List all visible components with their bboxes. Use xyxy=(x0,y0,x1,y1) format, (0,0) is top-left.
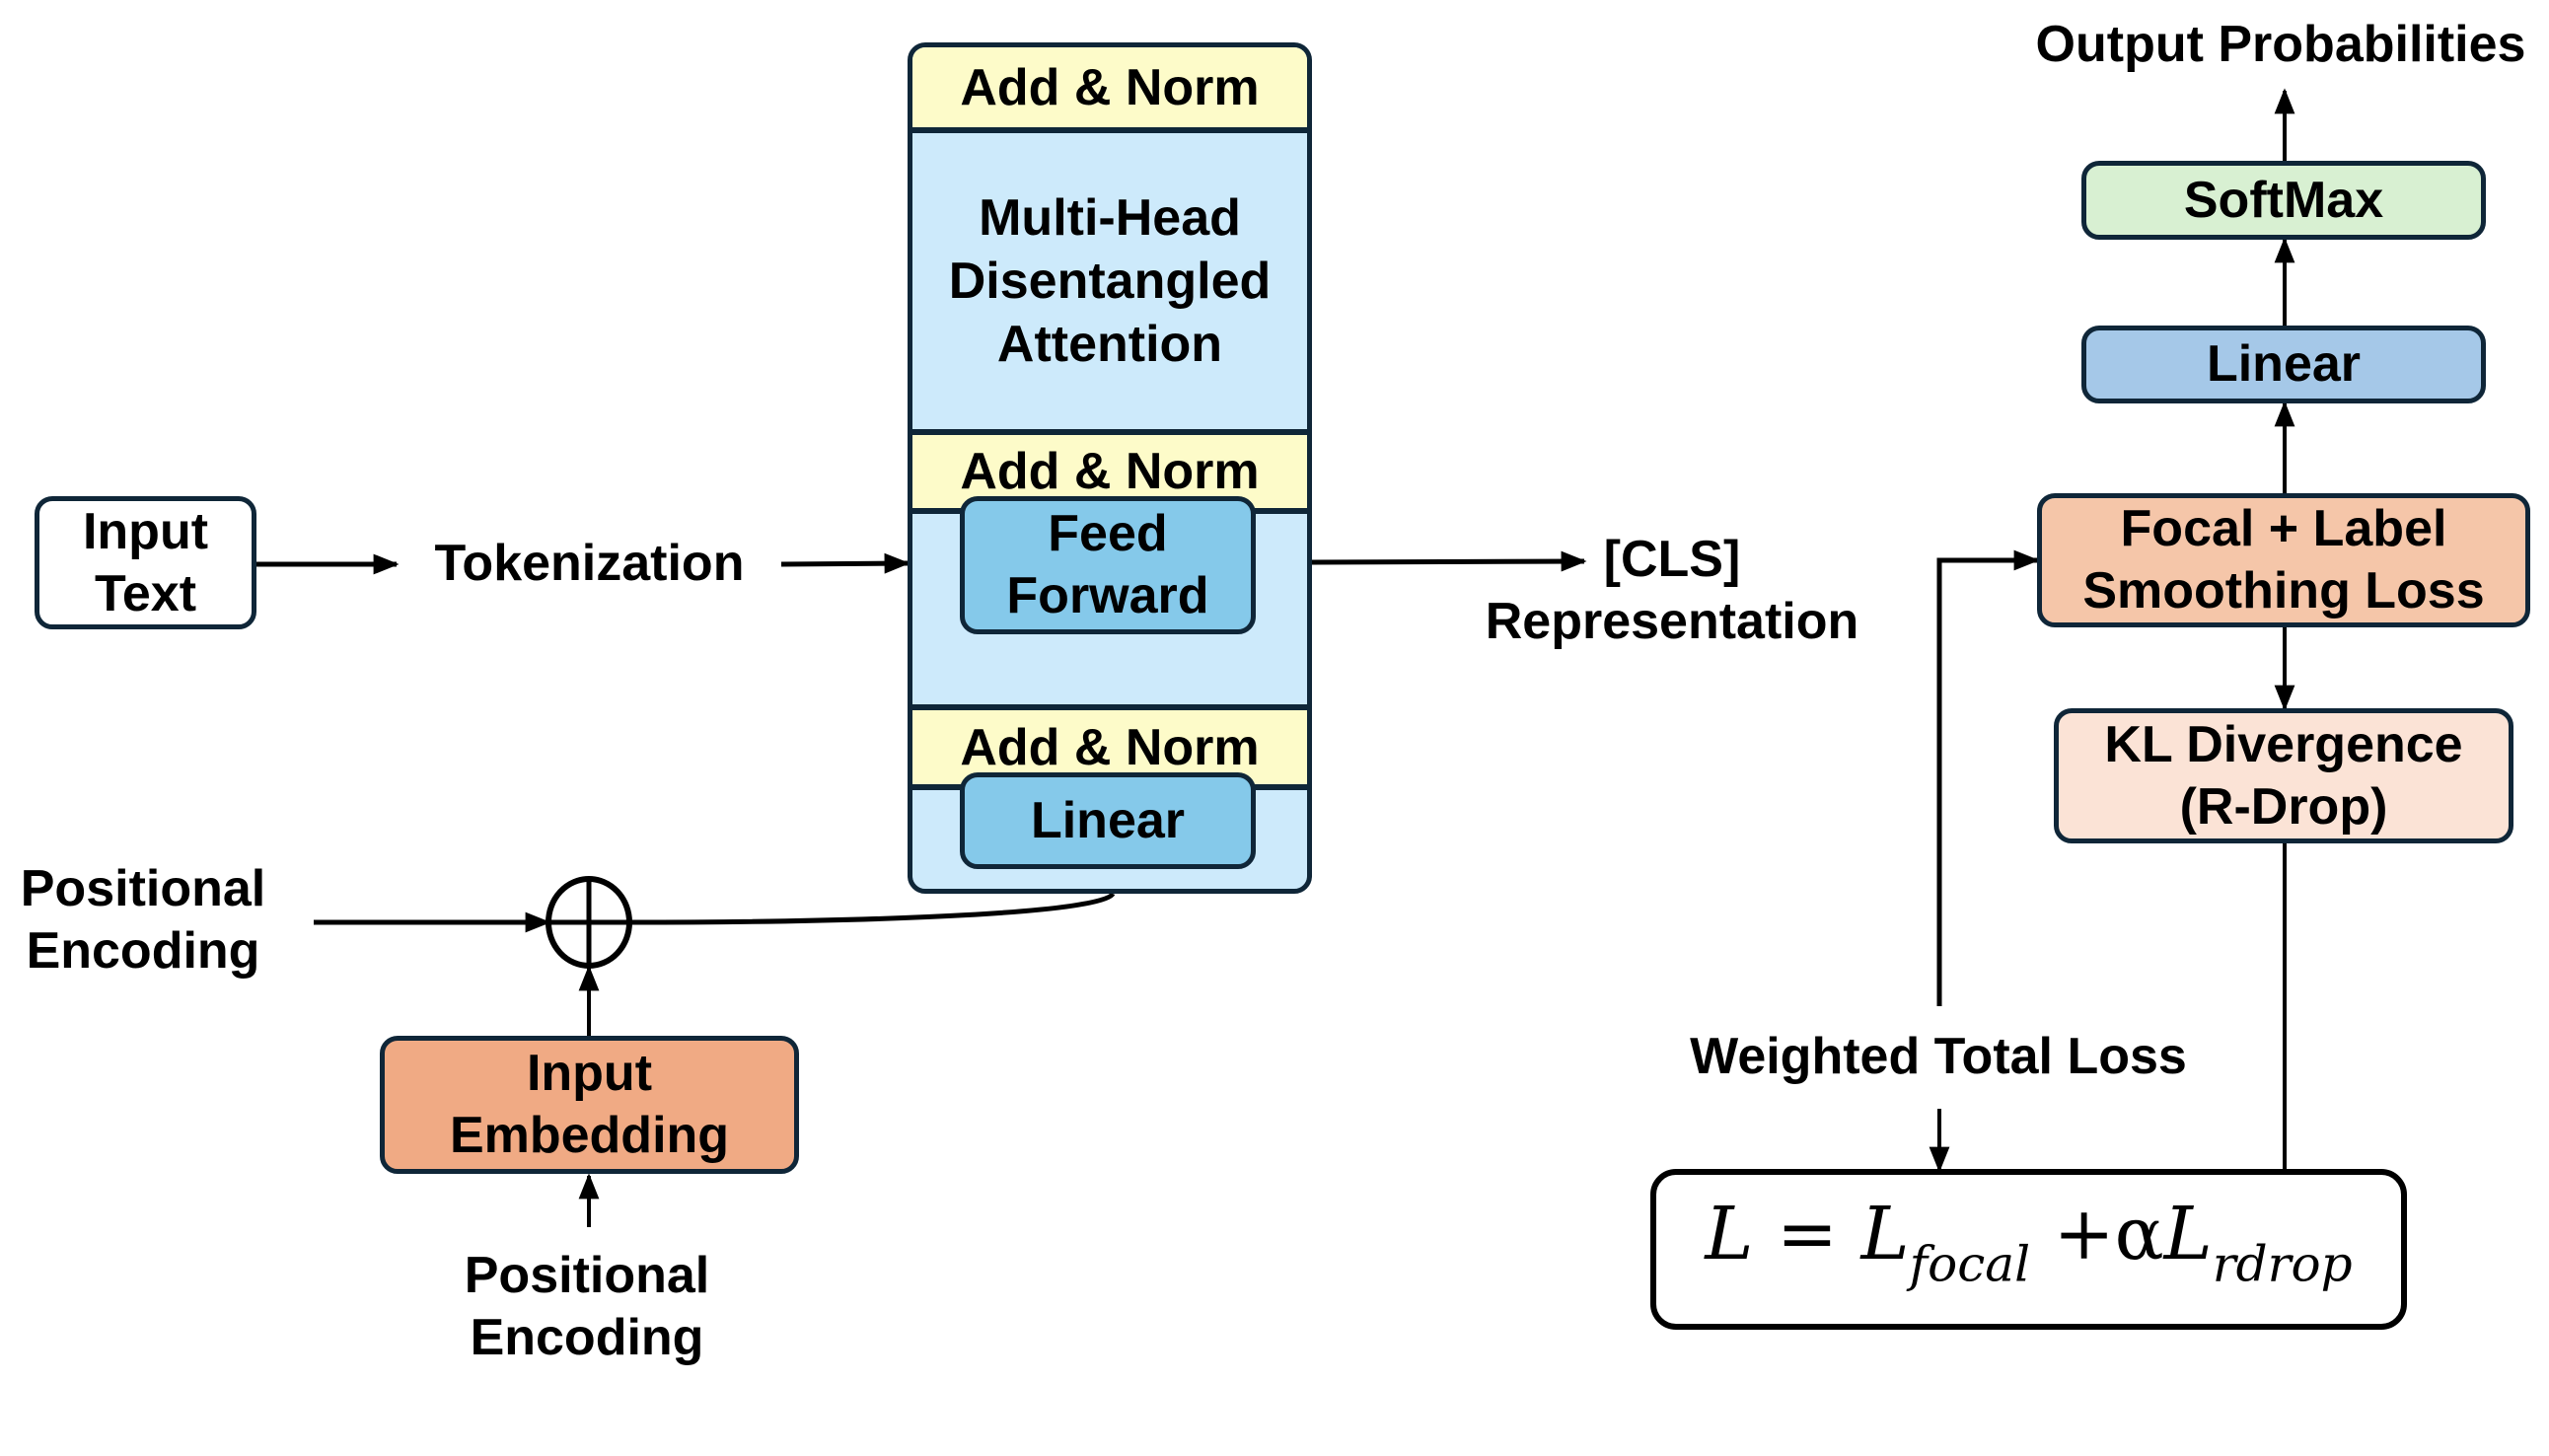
attention-label: Multi-Head Disentangled Attention xyxy=(948,189,1272,373)
formula-alpha: α xyxy=(2114,1191,2164,1276)
formula-lhs: L xyxy=(1705,1191,1754,1276)
head-linear-label: Linear xyxy=(2206,335,2362,393)
focal-loss-box: Focal + Label Smoothing Loss xyxy=(2037,493,2530,627)
loss-formula: L = Lfocal +αLrdrop xyxy=(1705,1198,2353,1296)
formula-term1-sub: focal xyxy=(1909,1235,2031,1293)
arrow-tokenization-to-encoder xyxy=(780,552,910,574)
input-embedding-box: Input Embedding xyxy=(380,1036,799,1174)
arrow-feedback-to-focal xyxy=(1936,549,2040,1006)
formula-box: L = Lfocal +αLrdrop xyxy=(1650,1169,2407,1330)
add-norm-2: Add & Norm xyxy=(912,435,1307,508)
formula-term1: L xyxy=(1860,1191,1910,1276)
feed-forward-box: Feed Forward xyxy=(960,496,1256,634)
kl-divergence-box: KL Divergence (R-Drop) xyxy=(2054,708,2513,843)
divider xyxy=(912,704,1307,710)
add-norm-3-label: Add & Norm xyxy=(960,718,1260,776)
encoder-linear-block: Linear xyxy=(960,772,1256,869)
input-embedding-label: Input Embedding xyxy=(449,1045,730,1164)
head-linear-box: Linear xyxy=(2081,326,2486,403)
attention-section: Multi-Head Disentangled Attention xyxy=(912,133,1307,429)
arrow-encoder-to-cls xyxy=(1311,550,1587,572)
encoder-linear-label: Linear xyxy=(1030,791,1186,849)
focal-loss-label: Focal + Label Smoothing Loss xyxy=(2082,500,2485,619)
feed-forward-label: Feed Forward xyxy=(1006,505,1209,624)
curve-add-to-encoder xyxy=(629,892,1116,925)
add-norm-2-label: Add & Norm xyxy=(960,443,1260,500)
encoder-block: Add & Norm Multi-Head Disentangled Atten… xyxy=(908,42,1312,894)
add-norm-1-label: Add & Norm xyxy=(960,58,1260,116)
formula-term2: L xyxy=(2163,1191,2213,1276)
formula-plus: + xyxy=(2030,1191,2115,1276)
output-probabilities-label: Output Probabilities xyxy=(2035,16,2526,73)
kl-divergence-label: KL Divergence (R-Drop) xyxy=(2104,715,2463,836)
add-norm-3: Add & Norm xyxy=(912,710,1307,784)
divider xyxy=(912,429,1307,435)
positional-encoding-bottom-label: Positional Encoding xyxy=(464,1247,710,1366)
positional-encoding-left-label: Positional Encoding xyxy=(20,860,266,980)
divider xyxy=(912,127,1307,133)
weighted-total-loss-label: Weighted Total Loss xyxy=(1690,1028,2187,1085)
softmax-label: SoftMax xyxy=(2183,171,2384,229)
formula-equals: = xyxy=(1753,1191,1861,1276)
tokenization-label: Tokenization xyxy=(434,535,745,592)
add-norm-1: Add & Norm xyxy=(912,47,1307,127)
input-text-box: Input Text xyxy=(35,496,256,629)
softmax-box: SoftMax xyxy=(2081,161,2486,240)
input-text-label: Input Text xyxy=(82,502,209,622)
cls-representation-label: [CLS] Representation xyxy=(1485,531,1859,650)
formula-term2-sub: rdrop xyxy=(2212,1235,2353,1293)
